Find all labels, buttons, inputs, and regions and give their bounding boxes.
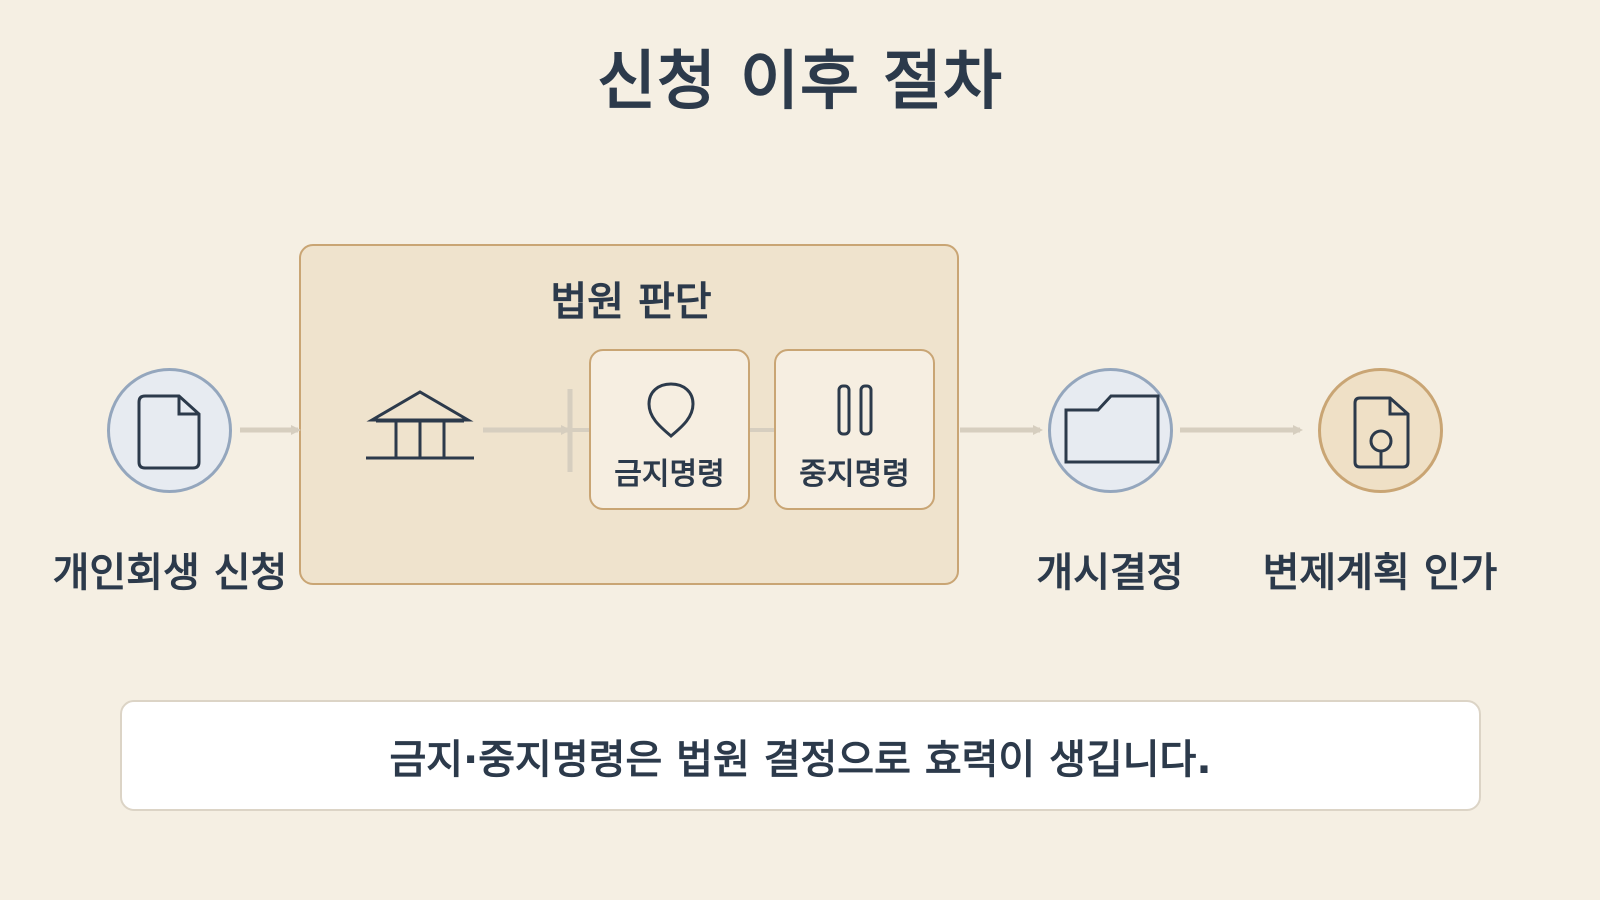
prohibition-order-label: 금지명령: [614, 457, 725, 492]
step-node-commencement: [1048, 368, 1173, 493]
note-text: 금지·중지명령은 법원 결정으로 효력이 생깁니다.: [389, 736, 1212, 783]
step-node-approval: [1318, 368, 1443, 493]
suspension-order-label: 중지명령: [799, 457, 910, 492]
page-title: 신청 이후 절차: [597, 45, 1003, 119]
prohibition-order-box: 금지명령: [589, 349, 750, 510]
courthouse-icon: [366, 390, 474, 460]
document-icon: [137, 394, 201, 470]
folder-icon: [1064, 394, 1160, 464]
step-label-apply: 개인회생 신청: [52, 550, 288, 596]
court-judgment-title: 법원 판단: [550, 279, 712, 325]
note-box: 금지·중지명령은 법원 결정으로 효력이 생깁니다.: [120, 700, 1481, 811]
step-node-apply: [107, 368, 232, 493]
shield-icon: [647, 382, 695, 438]
document-seal-icon: [1353, 396, 1410, 469]
step-label-approval: 변제계획 인가: [1262, 550, 1498, 596]
pause-icon: [837, 384, 873, 436]
suspension-order-box: 중지명령: [774, 349, 935, 510]
step-label-commencement: 개시결정: [1036, 550, 1184, 596]
